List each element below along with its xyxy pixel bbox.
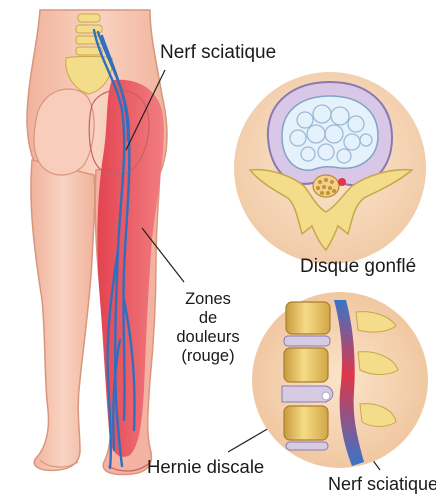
spine-side-view — [252, 292, 428, 468]
vertebra-3 — [284, 406, 328, 440]
label-pain-zones-line-2: de — [158, 309, 258, 328]
label-pain-zones-line-1: Zones — [158, 290, 258, 309]
compressed-root — [338, 178, 346, 186]
hernia-point — [322, 392, 330, 400]
label-bulging-disc: Disque gonflé — [300, 257, 416, 276]
label-herniated-disc: Hernie discale — [147, 458, 264, 477]
label-pain-zones-line-3: douleurs — [158, 328, 258, 347]
body-figure — [27, 10, 167, 475]
vertebra-1 — [286, 302, 330, 334]
label-pain-zones-line-4: (rouge) — [158, 347, 258, 366]
label-sciatic-nerve-top: Nerf sciatique — [160, 43, 276, 62]
vertebra-2 — [284, 348, 328, 382]
disc-1 — [284, 336, 330, 346]
label-pain-zones: Zones de douleurs (rouge) — [158, 290, 258, 366]
label-sciatic-nerve-bottom: Nerf sciatique — [328, 475, 436, 493]
disc-3 — [286, 442, 328, 450]
left-leg — [31, 160, 95, 470]
disc-cross-section — [234, 72, 426, 264]
left-buttock — [34, 89, 94, 175]
